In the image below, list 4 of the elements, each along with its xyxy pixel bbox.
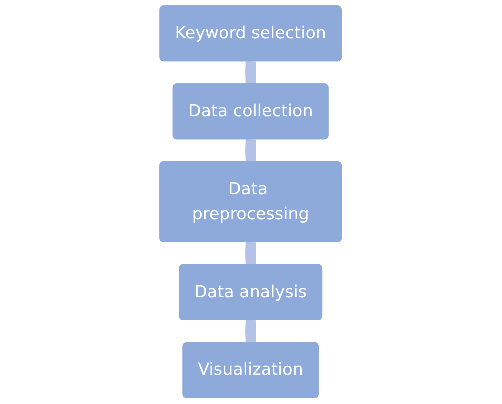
connector [246,242,257,266]
connector [246,320,257,344]
connector [246,61,257,85]
connector [246,139,257,162]
